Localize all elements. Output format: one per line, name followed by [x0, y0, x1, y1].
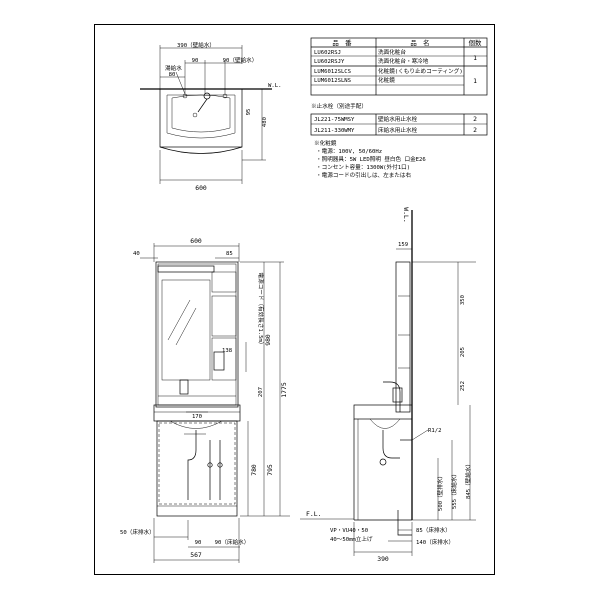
front-dim-780: 780 — [250, 464, 258, 476]
side-dim-252: 252 — [460, 381, 466, 391]
front-fl-label: F.L. — [306, 510, 321, 518]
faucet-row-qty: 2 — [473, 115, 477, 123]
top-dim-90b: 90（壁給水） — [223, 56, 258, 64]
top-dim-80: 80 — [169, 72, 176, 78]
parts-row-qty: 1 — [473, 54, 477, 62]
side-dim-845: 845（壁給水） — [464, 461, 472, 499]
parts-header-qty: 個数 — [469, 38, 482, 47]
side-dim-390: 390 — [377, 555, 389, 563]
side-view: W.L. R1/2 VP・VU40・50 40～50mm立上げ — [300, 207, 476, 563]
faucet-table-title: ※止水栓（別途手配） — [311, 102, 367, 110]
mirror-note-line: ・コンセント容量：1300W(外付1口) — [316, 163, 410, 171]
side-drain-label: VP・VU40・50 — [330, 528, 368, 534]
faucet-row-name: 壁給水用止水栓 — [378, 115, 418, 123]
parts-row-code: LU602RSJ — [314, 50, 341, 56]
parts-header-code: 品 番 — [332, 39, 352, 47]
front-dim-85: 85 — [226, 251, 233, 257]
side-dim-555: 555（床給水） — [450, 471, 458, 509]
faucet-row-qty: 2 — [473, 126, 477, 134]
faucet-row-code: JL211-330WMY — [314, 128, 355, 134]
front-dim-600: 600 — [190, 237, 202, 245]
top-view: 390（壁給水） 90 90（壁給水） 湯給水 80 W.L. 480 95 — [140, 41, 281, 192]
front-dim-90a: 90 — [195, 540, 202, 546]
front-dim-138: 138 — [222, 348, 233, 354]
top-dim-390: 390（壁給水） — [177, 41, 215, 49]
parts-row-name: 化粧鏡(くもり止めコーティング) — [378, 67, 463, 75]
front-dim-567: 567 — [190, 551, 202, 559]
parts-row-qty: 1 — [473, 77, 477, 85]
top-wl-label: W.L. — [268, 83, 281, 89]
front-dim-90b: 90（床給水） — [215, 538, 250, 546]
mirror-notes-title: ※化粧鏡 — [314, 139, 337, 147]
top-dim-480: 480 — [262, 117, 268, 127]
side-r12-label: R1/2 — [428, 428, 441, 434]
faucet-row-code: JL221-75WMSY — [314, 117, 355, 123]
side-dim-85: 85（床排水） — [416, 526, 451, 534]
svg-text:95: 95 — [246, 109, 252, 116]
side-drain-note: 40～50mm立上げ — [330, 535, 373, 543]
front-dim-40: 40 — [133, 251, 140, 257]
mirror-note-line: ・電源コードの引出しは、左または右 — [316, 171, 412, 179]
front-dim-1775: 1775 — [280, 382, 288, 398]
parts-row-name: 洗面化粧台・寒冷地 — [378, 57, 429, 65]
side-dim-350: 350 — [460, 295, 466, 305]
side-dim-140: 140（床排水） — [416, 538, 454, 546]
side-dim-500: 500（壁排水） — [436, 473, 444, 511]
front-dim-795: 795 — [266, 464, 274, 476]
parts-row-code: LUM6012SLCS — [314, 69, 351, 75]
mirror-note-line: ・照明器具：5W LED照明 昼白色 口金E26 — [316, 155, 426, 163]
parts-table: 品 番 品 名 個数 LU602RSJ 洗面化粧台 1 LU602RSJY 洗面… — [310, 37, 488, 96]
faucet-table: ※止水栓（別途手配） JL221-75WMSY 壁給水用止水栓 2 JL211-… — [310, 102, 488, 136]
mirror-note-line: ・電源：100V, 50/60Hz — [316, 147, 382, 155]
front-dim-50: 50（床排水） — [120, 528, 155, 536]
front-cord-label: 電源コード（有効長さ1.5m） — [257, 272, 265, 347]
top-dim-600: 600 — [195, 184, 207, 192]
side-dim-205: 205 — [460, 347, 466, 357]
parts-row-code: LU602RSJY — [314, 59, 345, 65]
side-wl-label: W.L. — [402, 207, 410, 222]
side-dim-159: 159 — [398, 242, 408, 248]
parts-row-name: 化粧鏡 — [378, 76, 395, 84]
top-dim-90a: 90 — [192, 58, 199, 64]
parts-row-name: 洗面化粧台 — [378, 48, 406, 56]
mirror-notes: ※化粧鏡 ・電源：100V, 50/60Hz ・照明器具：5W LED照明 昼白… — [314, 139, 426, 179]
faucet-row-name: 床給水用止水栓 — [378, 126, 418, 134]
parts-row-code: LUM6012SLNS — [314, 78, 351, 84]
front-dim-980: 980 — [264, 334, 272, 346]
front-view: 600 40 85 — [120, 237, 290, 563]
parts-header-name: 品 名 — [410, 38, 429, 47]
top-hot-water-label: 湯給水 — [165, 64, 182, 72]
front-dim-207: 207 — [258, 387, 264, 397]
drawing-frame — [94, 24, 495, 575]
front-dim-170: 170 — [192, 414, 202, 420]
